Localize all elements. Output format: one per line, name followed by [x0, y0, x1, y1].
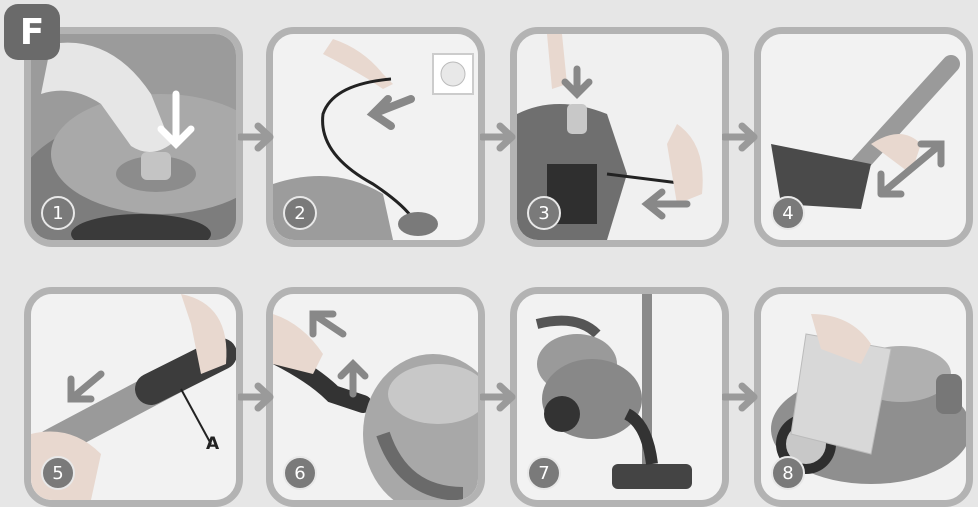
step-number: 2 [283, 196, 317, 230]
flow-arrow-icon [238, 120, 278, 154]
flow-arrow-icon [480, 120, 520, 154]
flow-arrow-icon [722, 380, 762, 414]
callout-label: A [206, 434, 219, 454]
step-panel-1: 1 [24, 27, 243, 247]
step-panel-6: 6 [266, 287, 485, 507]
step-number: 7 [527, 456, 561, 490]
step-number: 8 [771, 456, 805, 490]
step-number: 4 [771, 196, 805, 230]
step-panel-2: 2 [266, 27, 485, 247]
flow-arrow-icon [722, 120, 762, 154]
section-badge: F [4, 4, 60, 60]
flow-arrow-icon [480, 380, 520, 414]
step-number: 6 [283, 456, 317, 490]
flow-arrow-icon [238, 380, 278, 414]
step-number: 1 [41, 196, 75, 230]
step-panel-8: 8 [754, 287, 973, 507]
step-panel-4: 4 [754, 27, 973, 247]
step-panel-3: 3 [510, 27, 729, 247]
step-number: 3 [527, 196, 561, 230]
step-number: 5 [41, 456, 75, 490]
step-panel-7: 7 [510, 287, 729, 507]
step-panel-5: A 5 [24, 287, 243, 507]
